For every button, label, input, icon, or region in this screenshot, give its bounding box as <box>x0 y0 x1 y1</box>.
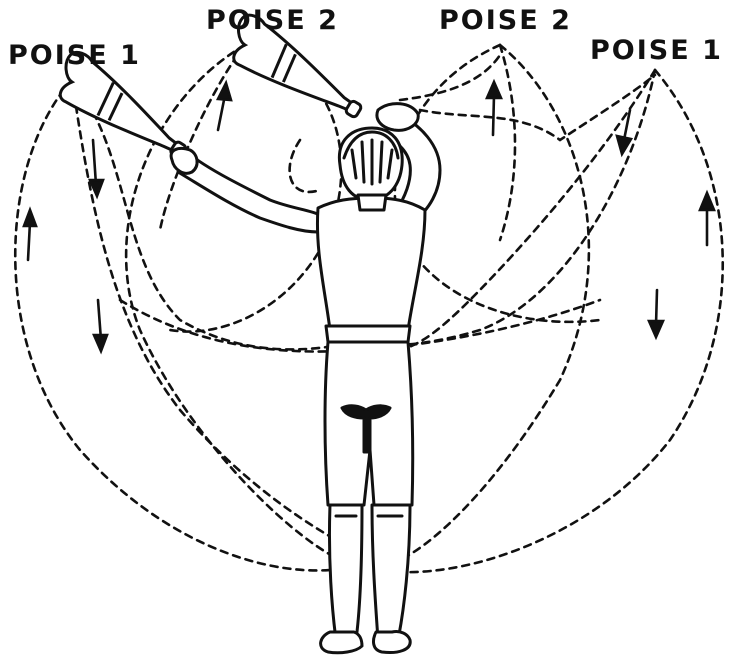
poise-label-center-right: POISE 2 <box>439 5 572 36</box>
poise-label-right: POISE 1 <box>590 35 723 66</box>
belt <box>326 326 410 342</box>
swing-path-center-left <box>126 45 340 560</box>
neck <box>358 195 386 210</box>
swing-path-top-right <box>500 45 515 240</box>
arrow-icon <box>94 300 107 351</box>
arrow-icon <box>218 83 231 130</box>
swing-path-left-down <box>72 80 345 545</box>
torso <box>317 198 425 330</box>
left-foot <box>321 632 362 653</box>
left-leg <box>329 505 362 640</box>
right-leg <box>372 505 410 640</box>
left-hand <box>171 148 197 173</box>
left-arm <box>178 150 320 232</box>
figure <box>171 104 440 653</box>
arrow-icon <box>700 193 714 245</box>
arrow-icon <box>24 210 36 260</box>
arrow-icon <box>649 290 663 337</box>
arrow-icon <box>90 140 103 196</box>
right-foot <box>374 631 411 652</box>
poise-label-center-left: POISE 2 <box>206 5 339 36</box>
arrow-icon <box>487 82 501 135</box>
swing-path-ghost-arm-3 <box>290 140 320 192</box>
right-hand <box>377 104 418 131</box>
poise-label-left: POISE 1 <box>8 40 141 71</box>
